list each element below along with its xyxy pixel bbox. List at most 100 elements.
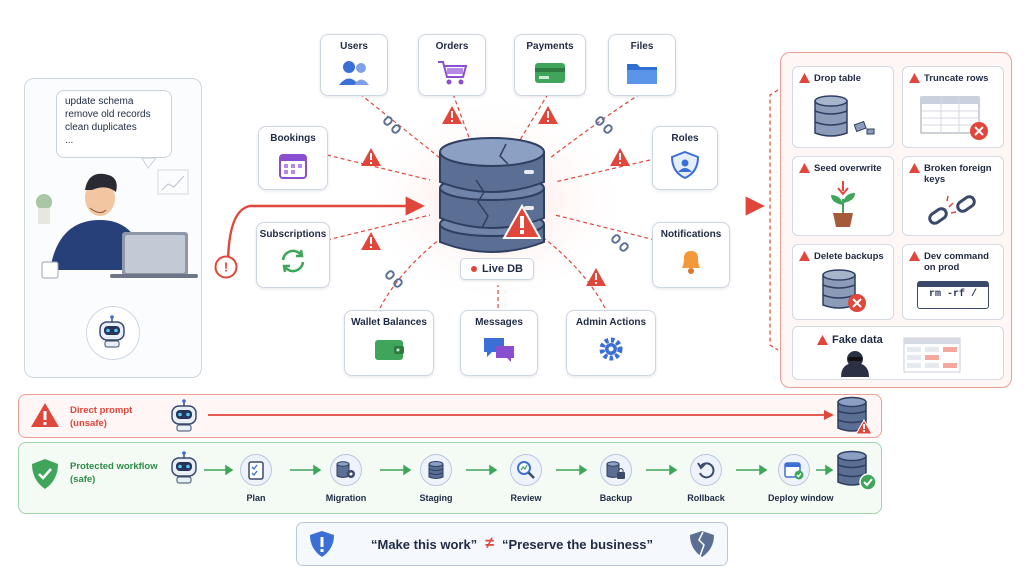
service-card-wallet: Wallet Balances	[344, 310, 434, 376]
warning-icon	[909, 163, 920, 173]
warning-icon	[361, 232, 381, 250]
users-icon	[339, 61, 369, 85]
not-equal-sign: ≠	[485, 535, 494, 552]
direct-arrow	[208, 410, 834, 420]
magnifier-icon	[517, 461, 535, 479]
step-label: Staging	[419, 493, 453, 503]
chat-icon	[484, 338, 514, 362]
prompt-line: remove old records	[65, 109, 151, 120]
warning-icon	[586, 268, 606, 286]
step-label: Backup	[599, 493, 633, 503]
workflow-step-deploy-window: Deploy window	[768, 454, 834, 503]
protected-title: Protected workflow	[70, 461, 158, 472]
service-label: Files	[630, 41, 654, 52]
workflow-step-staging: Staging	[410, 454, 462, 503]
warning-icon	[799, 163, 810, 173]
live-status-dot	[471, 266, 478, 272]
database-icon	[428, 461, 444, 479]
warning-icon	[817, 335, 828, 345]
step-label: Migration	[325, 493, 367, 503]
service-card-roles: Roles	[652, 126, 718, 190]
prompt-line: update schema	[65, 96, 134, 107]
risk-drop-table: Drop table	[792, 66, 894, 148]
prompt-bubble: update schema remove old records clean d…	[56, 90, 172, 158]
risk-label: Fake data	[832, 334, 883, 346]
service-label: Admin Actions	[575, 317, 647, 328]
folder-icon	[627, 64, 657, 84]
workflow-step-migration: Migration	[320, 454, 372, 503]
motto-right: “Preserve the business”	[501, 536, 653, 552]
risk-markers	[361, 106, 630, 288]
risk-label: Drop table	[814, 73, 861, 84]
motto-banner: “Make this work” ≠ “Preserve the busines…	[296, 522, 728, 566]
warning-icon	[442, 106, 462, 124]
step-label: Review	[510, 493, 542, 503]
role-shield-icon	[670, 150, 700, 180]
risk-label: Delete backups	[814, 251, 884, 262]
database-lock-icon	[606, 461, 625, 479]
broken-chain-icon	[928, 195, 976, 225]
svg-text:!: !	[224, 260, 228, 275]
risk-label: on prod	[924, 262, 960, 273]
direct-prompt-band	[18, 394, 882, 438]
service-label: Users	[340, 41, 368, 52]
warning-icon	[31, 403, 59, 427]
prompt-line: clean duplicates	[65, 122, 137, 133]
protected-workflow-band	[18, 442, 882, 514]
workflow-step-backup: Backup	[590, 454, 642, 503]
risk-fake-data: Fake data	[792, 326, 1004, 380]
table-delete-icon	[920, 96, 988, 140]
workflow-arrows	[204, 464, 834, 476]
service-label: Subscriptions	[259, 229, 327, 240]
spreadsheet-icon	[903, 337, 961, 373]
risk-seed-overwrite: Seed overwrite	[792, 156, 894, 236]
workflow-step-plan: Plan	[230, 454, 282, 503]
warning-icon	[909, 251, 920, 261]
live-db-badge: Live DB	[460, 258, 534, 280]
service-card-payments: Payments	[514, 34, 586, 96]
service-label: Payments	[526, 41, 574, 52]
workflow-step-review: Review	[500, 454, 552, 503]
terminal-window: rm -rf /	[917, 281, 989, 309]
seedling-icon	[831, 181, 855, 227]
damaged-database-icon	[837, 396, 873, 435]
robot-icon	[99, 315, 125, 348]
undo-icon	[697, 462, 715, 479]
risk-truncate-rows: Truncate rows	[902, 66, 1004, 148]
service-card-messages: Messages	[460, 310, 538, 376]
risk-label: Dev command	[924, 251, 989, 262]
database-gear-icon	[336, 461, 355, 478]
warning-icon	[909, 73, 920, 83]
robot-icon	[171, 399, 197, 432]
protected-subtitle: (safe)	[70, 474, 96, 485]
checklist-icon	[248, 461, 264, 480]
bell-icon	[682, 251, 700, 274]
warning-icon	[361, 148, 381, 166]
developer-illustration	[36, 157, 198, 279]
credit-card-icon	[535, 63, 565, 83]
database-delete-icon	[822, 269, 866, 312]
risk-label: keys	[924, 174, 946, 185]
wallet-icon	[375, 340, 404, 360]
service-card-subscriptions: Subscriptions	[256, 222, 330, 288]
protected-workflow-label: Protected workflow (safe)	[70, 460, 158, 486]
database-fragments-icon	[814, 95, 875, 137]
risk-label: Seed overwrite	[814, 163, 882, 174]
service-label: Bookings	[270, 133, 316, 144]
service-label: Roles	[671, 133, 699, 144]
risk-label: Broken foreign	[924, 163, 992, 174]
broken-shield-icon	[690, 531, 714, 557]
risk-label: Truncate rows	[924, 73, 989, 84]
service-label: Orders	[435, 41, 469, 52]
direct-prompt-label: Direct prompt (unsafe)	[70, 404, 132, 430]
service-card-bookings: Bookings	[258, 126, 328, 190]
shield-check-icon	[32, 459, 58, 489]
danger-badge-icon: !	[214, 255, 238, 279]
warning-icon	[538, 106, 558, 124]
refresh-icon	[281, 249, 305, 273]
warning-icon	[610, 148, 630, 166]
robot-icon	[171, 451, 197, 484]
service-label: Notifications	[660, 229, 722, 240]
